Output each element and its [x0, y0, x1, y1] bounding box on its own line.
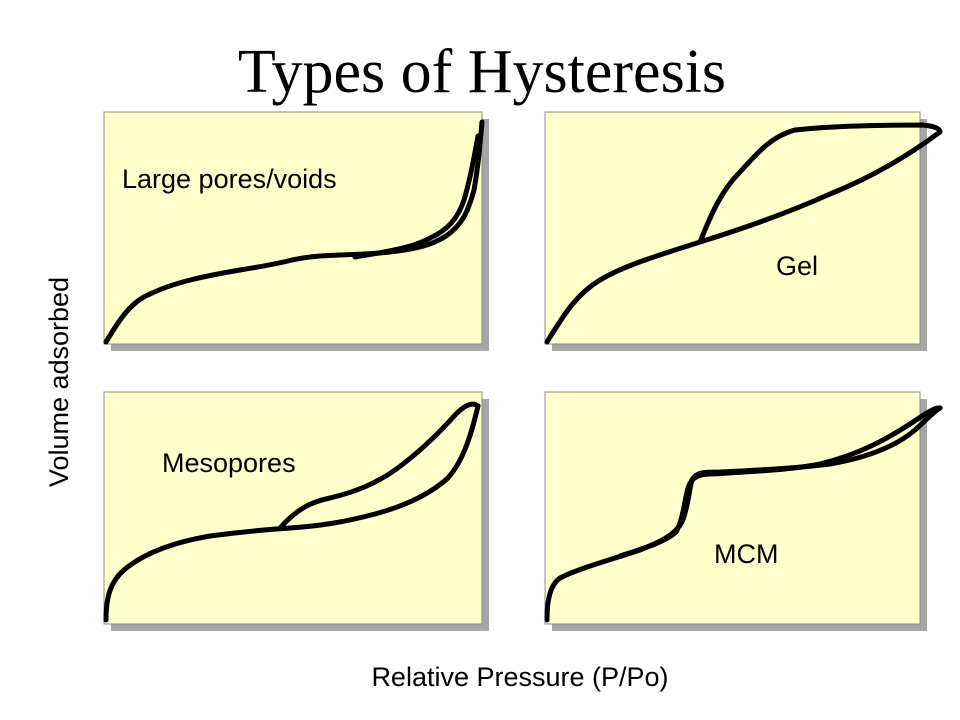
x-axis-label: Relative Pressure (P/Po) [371, 662, 668, 692]
desorption-curve [617, 405, 943, 559]
adsorption-curve [544, 129, 943, 345]
panel-background [544, 111, 921, 345]
adsorption-curve [103, 119, 485, 345]
panel-mcm: MCM [544, 391, 943, 631]
panel-label-mcm: MCM [714, 539, 778, 569]
panel-background [544, 391, 921, 625]
y-axis-label: Volume adsorbed [44, 277, 74, 487]
panel-label-gel: Gel [776, 251, 818, 281]
adsorption-curve [103, 403, 481, 623]
panel-large-pores: Large pores/voids [103, 111, 489, 351]
panel-label-large-pores: Large pores/voids [122, 164, 337, 194]
desorption-curve [277, 401, 481, 531]
desorption-curve [697, 122, 943, 245]
panel-gel: Gel [544, 111, 943, 351]
panel-background [103, 391, 483, 625]
slide-title: Types of Hysteresis [238, 38, 726, 106]
panel-label-mesopores: Mesopores [162, 448, 296, 478]
desorption-curve [352, 133, 481, 260]
panel-background [103, 111, 483, 345]
panel-mesopores: Mesopores [103, 391, 489, 631]
